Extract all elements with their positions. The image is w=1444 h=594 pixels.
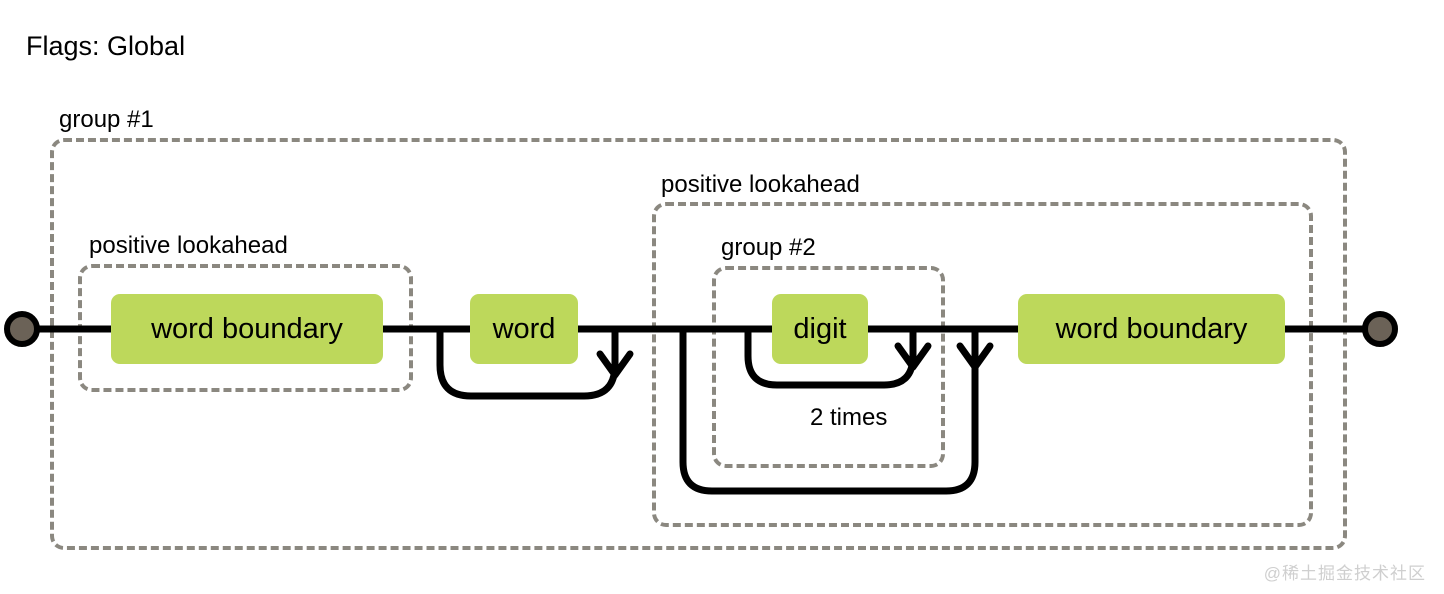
group-2-label: group #2 [716, 236, 821, 260]
start-node-icon [4, 311, 40, 347]
group-1-label: group #1 [54, 108, 159, 132]
end-node-icon [1362, 311, 1398, 347]
node-digit[interactable]: digit [772, 294, 868, 364]
watermark: @稀土掘金技术社区 [1263, 564, 1426, 583]
group-1-container[interactable] [50, 138, 1347, 550]
node-word-boundary-left[interactable]: word boundary [111, 294, 383, 364]
digit-quantifier-label: 2 times [810, 404, 888, 431]
lookahead-2-container[interactable] [652, 202, 1313, 527]
lookahead-1-label: positive lookahead [84, 234, 293, 258]
page-title: Flags: Global [26, 31, 186, 61]
lookahead-2-label: positive lookahead [656, 173, 865, 197]
node-word-boundary-right[interactable]: word boundary [1018, 294, 1285, 364]
node-word[interactable]: word [470, 294, 578, 364]
